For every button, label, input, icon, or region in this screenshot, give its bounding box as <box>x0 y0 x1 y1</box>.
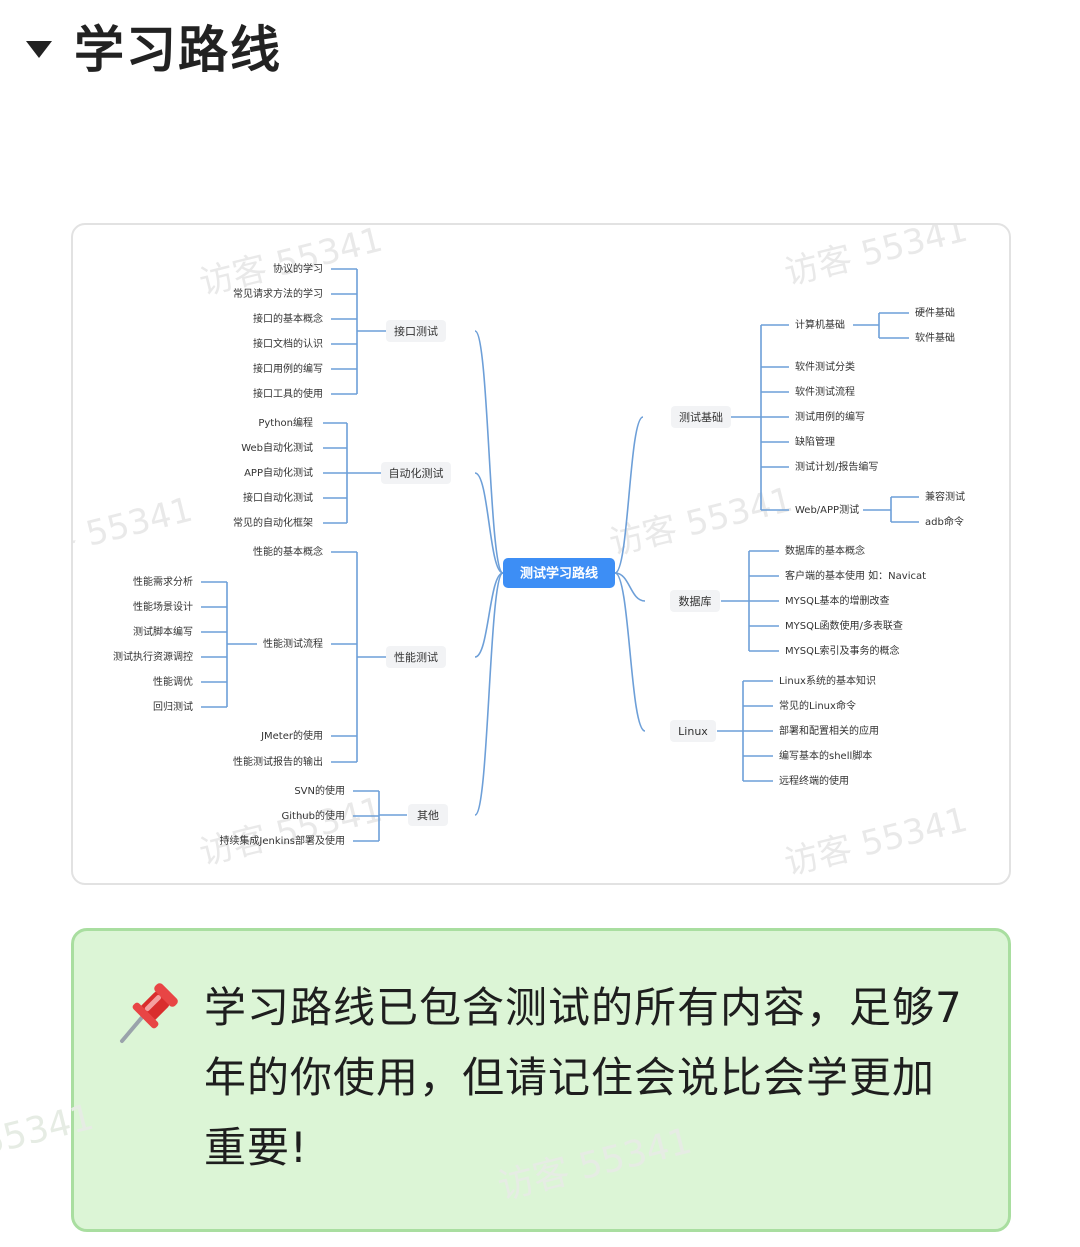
leaf-api-2: 接口的基本概念 <box>253 312 323 325</box>
leaf-perf-3: 性能测试报告的输出 <box>233 755 323 768</box>
leaf-other-2: 持续集成Jenkins部署及使用 <box>219 834 345 847</box>
leaf-perf-flow-5: 回归测试 <box>153 700 193 713</box>
section-title: 学习路线 <box>74 21 282 79</box>
leaf-perf-flow-0: 性能需求分析 <box>133 575 193 588</box>
watermark: 访客 55341 <box>781 225 972 294</box>
branch-performance-bg <box>386 646 446 668</box>
leaf-perf-1: 性能测试流程 <box>263 637 323 650</box>
root-node-bg <box>503 558 615 588</box>
mindmap-link <box>474 330 504 574</box>
leaf-auto-3: 接口自动化测试 <box>243 491 313 504</box>
leaf-perf-flow-3: 测试执行资源调控 <box>113 650 193 663</box>
leaf-perf-flow-2: 测试脚本编写 <box>133 625 193 638</box>
branch-api-testing-bg <box>386 320 446 342</box>
leaf-perf-flow-4: 性能调优 <box>153 675 193 688</box>
leaf-linux-3: 编写基本的shell脚本 <box>779 749 872 762</box>
mindmap-link <box>614 572 646 732</box>
leaf-basics-5: 测试计划/报告编写 <box>795 460 878 473</box>
leaf-auto-0: Python编程 <box>258 416 313 429</box>
branch-other: 其他 <box>417 809 439 822</box>
branch-database: 数据库 <box>679 594 712 608</box>
leaf-basics-0: 计算机基础 <box>795 318 845 331</box>
callout-box: 学习路线已包含测试的所有内容，足够7年的你使用，但请记住会说比会学更加重要! <box>71 928 1011 1232</box>
watermark: 访客 55341 <box>781 800 972 883</box>
branch-automation: 自动化测试 <box>389 466 444 480</box>
section-heading: 学习路线 <box>26 10 282 82</box>
leaf-webapp-0: 兼容测试 <box>925 490 965 503</box>
branch-api-testing: 接口测试 <box>394 325 438 338</box>
branch-test-basics: 测试基础 <box>679 411 723 424</box>
leaf-linux-1: 常见的Linux命令 <box>779 699 856 712</box>
leaf-api-1: 常见请求方法的学习 <box>233 287 323 300</box>
leaf-auto-2: APP自动化测试 <box>244 466 313 479</box>
branch-linux-bg <box>670 720 716 742</box>
pushpin-icon <box>120 983 178 1043</box>
leaf-webapp-1: adb命令 <box>925 515 964 528</box>
leaf-api-5: 接口工具的使用 <box>253 387 323 400</box>
watermark: 访客 55341 <box>73 490 197 574</box>
leaf-perf-0: 性能的基本概念 <box>253 545 323 558</box>
leaf-basics-2: 软件测试流程 <box>795 385 855 398</box>
mindmap-link <box>474 572 504 816</box>
leaf-linux-0: Linux系统的基本知识 <box>779 674 876 687</box>
mindmap-link <box>474 572 504 658</box>
leaf-other-1: Github的使用 <box>282 809 345 822</box>
branch-other-bg <box>408 804 448 826</box>
leaf-computer-1: 软件基础 <box>915 331 955 344</box>
mindmap-link <box>474 472 504 574</box>
leaf-api-0: 协议的学习 <box>273 262 323 275</box>
root-node: 测试学习路线 <box>520 566 598 582</box>
leaf-api-4: 接口用例的编写 <box>253 362 323 375</box>
leaf-perf-flow-1: 性能场景设计 <box>133 600 193 613</box>
leaf-basics-6: Web/APP测试 <box>795 503 859 516</box>
leaf-auto-4: 常见的自动化框架 <box>233 516 313 529</box>
leaf-api-3: 接口文档的认识 <box>253 337 323 350</box>
leaf-perf-2: JMeter的使用 <box>260 729 323 742</box>
branch-test-basics-bg <box>671 406 731 428</box>
leaf-db-3: MYSQL函数使用/多表联查 <box>785 619 903 632</box>
leaf-computer-0: 硬件基础 <box>915 306 955 319</box>
callout-text: 学习路线已包含测试的所有内容，足够7年的你使用，但请记住会说比会学更加重要! <box>204 983 963 1172</box>
watermark: 访客 55341 <box>196 790 387 874</box>
collapse-caret-icon[interactable] <box>26 40 52 58</box>
leaf-basics-1: 软件测试分类 <box>795 360 855 373</box>
branch-performance: 性能测试 <box>394 650 438 664</box>
mindmap-link <box>614 416 644 574</box>
leaf-other-0: SVN的使用 <box>294 784 345 797</box>
mindmap-link <box>614 572 646 602</box>
branch-linux: Linux <box>678 725 708 738</box>
leaf-db-4: MYSQL索引及事务的概念 <box>785 644 900 657</box>
branch-database-bg <box>670 590 720 612</box>
leaf-db-0: 数据库的基本概念 <box>785 544 865 557</box>
leaf-db-1: 客户端的基本使用 如：Navicat <box>785 569 926 582</box>
leaf-db-2: MYSQL基本的增删改查 <box>785 594 890 607</box>
leaf-linux-2: 部署和配置相关的应用 <box>779 724 879 737</box>
branch-automation-bg <box>381 462 451 484</box>
leaf-basics-4: 缺陷管理 <box>795 435 835 448</box>
leaf-auto-1: Web自动化测试 <box>241 441 313 454</box>
leaf-basics-3: 测试用例的编写 <box>795 410 865 423</box>
leaf-linux-4: 远程终端的使用 <box>779 774 849 787</box>
